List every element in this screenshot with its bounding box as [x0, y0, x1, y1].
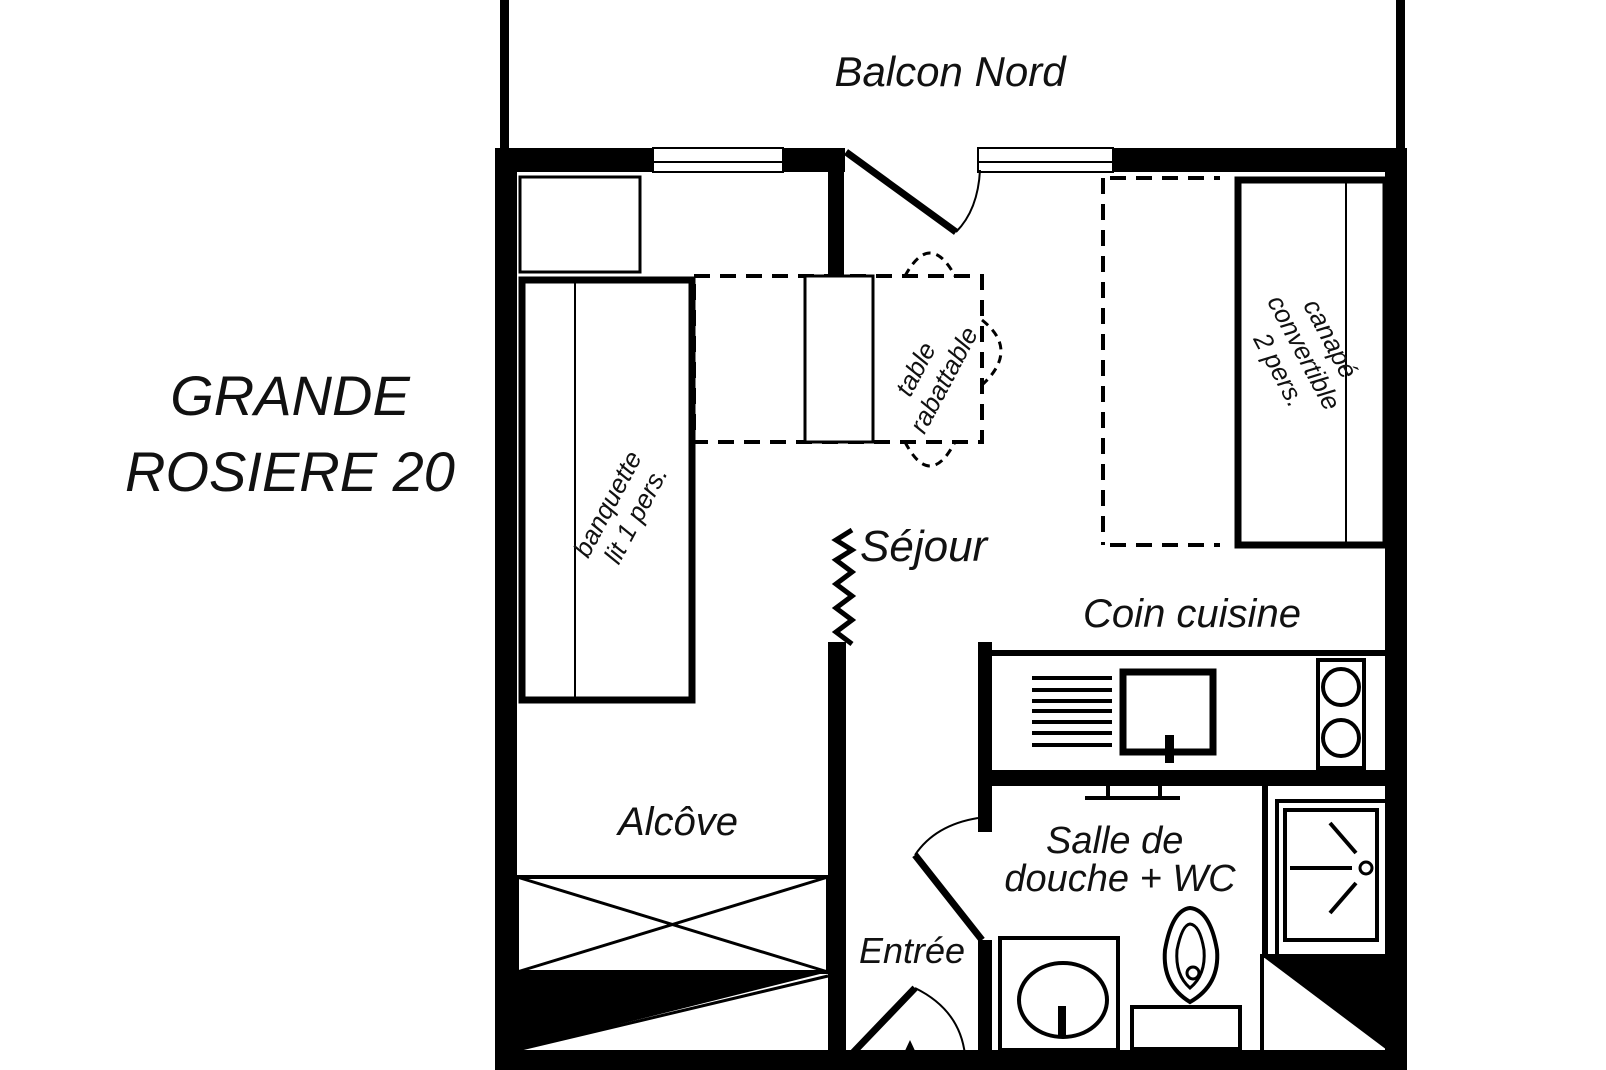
plan-title-line1: GRANDE [170, 364, 410, 427]
sofa-unfold-zone [1101, 176, 1220, 547]
radiator-icon [831, 527, 857, 646]
folding-table: table rabattable [692, 251, 1003, 468]
toilet-icon [1130, 905, 1242, 1051]
window-left [652, 147, 784, 173]
drainboard-icon [1032, 676, 1112, 747]
kitchen-counter [978, 642, 1387, 832]
washbasin-icon [998, 936, 1120, 1052]
cupboard [518, 175, 642, 274]
hob-icon [1316, 658, 1366, 770]
svg-text:table rabattable: table rabattable [877, 308, 984, 438]
balcony-label: Balcon Nord [834, 48, 1067, 95]
bathroom-label-line2: douche + WC [1004, 858, 1236, 900]
living-label: Séjour [860, 522, 990, 571]
towel-rail-icon [1085, 786, 1180, 800]
partition-alcove [828, 642, 846, 1052]
bathroom-label: Salle de douche + WC [1004, 820, 1236, 900]
exterior-walls [495, 148, 1407, 1070]
plan-title: GRANDE ROSIERE 20 [100, 358, 480, 510]
entrance-label: Entrée [859, 930, 965, 971]
partition-top [828, 165, 844, 275]
bathroom-walls [978, 786, 1268, 1052]
plan-title-line2: ROSIERE 20 [125, 440, 455, 503]
shower-icon [1275, 799, 1389, 958]
wardrobe [515, 875, 830, 1052]
alcove-label: Alcôve [616, 800, 738, 844]
kitchen-label: Coin cuisine [1083, 592, 1301, 636]
balcony-door[interactable] [843, 149, 981, 235]
bench-bed: banquette lit 1 pers. [518, 276, 696, 704]
balcony: Balcon Nord [500, 0, 1405, 150]
bathroom-label-line1: Salle de [1046, 820, 1183, 862]
sink-icon [1119, 668, 1217, 763]
sofa-bed: canapé convertible 2 pers. [1234, 176, 1390, 549]
bathroom-door[interactable] [912, 817, 985, 943]
entrance-door[interactable] [843, 985, 966, 1070]
entrance-arrow-icon [896, 1040, 924, 1070]
duct [1260, 954, 1389, 1054]
window-right [977, 147, 1114, 173]
